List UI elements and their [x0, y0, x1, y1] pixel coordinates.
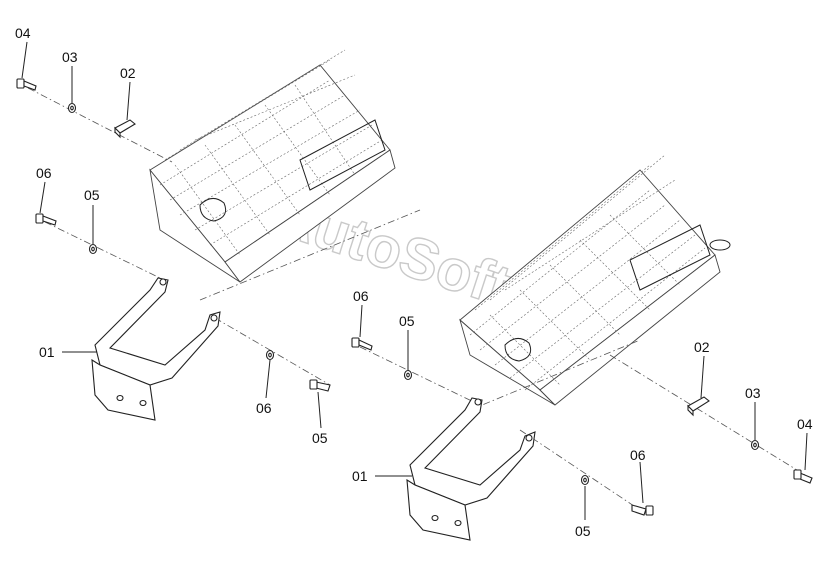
callout-right-bolt-mid: 06	[353, 288, 369, 304]
right-track-guard	[406, 397, 536, 541]
callout-left-bolt-top: 04	[15, 25, 31, 41]
leader-lines	[21, 41, 808, 520]
callout-left-washer-mid: 05	[84, 187, 100, 203]
left-track-assembly	[149, 49, 396, 283]
left-bolt-mid	[35, 213, 57, 226]
left-pin-top	[114, 119, 136, 139]
left-washer-low	[265, 349, 275, 361]
right-track-assembly	[459, 154, 731, 406]
callout-left-washer-top: 03	[62, 49, 78, 65]
left-bolt-top	[16, 78, 37, 91]
right-washer-low	[580, 474, 590, 486]
assembly-axes	[27, 87, 811, 511]
right-bolt-low	[631, 504, 654, 516]
callout-right-washer-mid: 05	[399, 313, 415, 329]
left-bolt-low	[309, 379, 331, 392]
right-pin	[687, 396, 710, 417]
callout-right-washer: 03	[745, 385, 761, 401]
right-bolt	[793, 469, 813, 484]
right-washer	[750, 439, 760, 451]
callout-left-guard: 01	[39, 344, 55, 360]
callout-left-washer-low: 06	[256, 400, 272, 416]
callout-left-bolt-low: 05	[312, 430, 328, 446]
callout-right-guard: 01	[352, 468, 368, 484]
right-bolt-mid	[351, 337, 373, 351]
callout-labels: 04 03 02 06 05 01 06 05 06 05 02 03 04 0…	[15, 25, 813, 539]
left-washer-top	[67, 102, 77, 114]
left-washer-mid	[88, 243, 98, 255]
left-track-guard	[91, 277, 221, 421]
callout-right-washer-low: 05	[575, 523, 591, 539]
callout-right-bolt: 04	[797, 416, 813, 432]
callout-left-pin-top: 02	[120, 65, 136, 81]
callout-right-pin: 02	[694, 339, 710, 355]
callout-right-bolt-low: 06	[630, 447, 646, 463]
callout-left-bolt-mid: 06	[36, 165, 52, 181]
right-washer-mid	[403, 369, 413, 381]
